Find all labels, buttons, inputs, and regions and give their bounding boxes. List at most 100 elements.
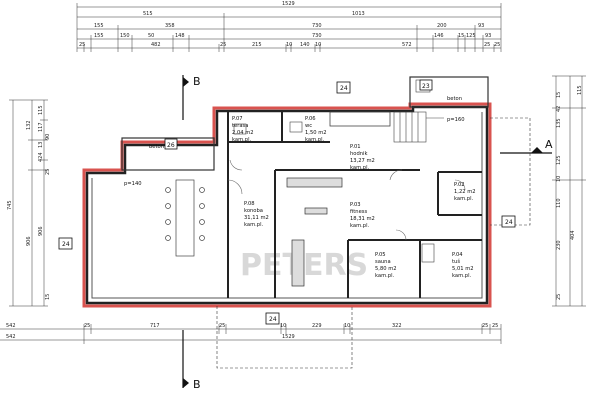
tag-box <box>164 138 178 150</box>
dim-top-r3-e: 93 <box>478 23 484 29</box>
dim-bottom-r1-j: 25 <box>492 323 498 329</box>
section-mark-bottom: B <box>193 378 201 391</box>
label-beton-right: beton <box>447 96 462 102</box>
room-area: 13,27 m2 <box>350 158 375 164</box>
dim-top-r4-h: 125 <box>466 33 476 39</box>
dim-top-r5-h: 572 <box>402 42 412 48</box>
dim-bottom-r2-b: 1529 <box>282 334 295 340</box>
left-dimension-lines <box>9 99 48 307</box>
dining-table <box>165 179 205 257</box>
dim-top-r4-b: 150 <box>120 33 130 39</box>
dim-bottom-r1-i: 25 <box>482 323 488 329</box>
room-name: fitness <box>350 209 367 215</box>
dim-top-r5-e: 10 <box>286 42 292 48</box>
section-arrow-bottom-icon <box>183 378 189 388</box>
dim-left-h: 906 <box>38 226 44 236</box>
room-name: terasa <box>232 123 248 129</box>
staircase <box>393 111 444 143</box>
dim-top-r4-e: 730 <box>312 33 322 39</box>
dim-top-r4-f: 146 <box>434 33 444 39</box>
label-beton-left: beton <box>149 144 164 150</box>
right-dimension-lines <box>552 75 586 307</box>
dim-bottom-r2-a: 542 <box>6 334 16 340</box>
room-id: P.01 <box>350 144 361 150</box>
tag-24-d: 24 <box>269 316 277 323</box>
dim-right-f: 10 <box>556 176 562 182</box>
tag-box <box>419 79 433 91</box>
dim-right-d: 135 <box>556 118 562 128</box>
top-dimension-lines <box>76 3 502 52</box>
dim-right-i: 230 <box>556 240 562 250</box>
room-area: 2,04 m2 <box>232 130 254 136</box>
tag-24-b: 24 <box>62 241 70 248</box>
dim-left-b: 132 <box>26 120 32 130</box>
dim-top-r3-d: 200 <box>437 23 447 29</box>
room-p01: P.01 hodnik 13,27 m2 kam.pl. <box>350 144 375 171</box>
section-mark-top: B <box>193 75 201 88</box>
dim-top-r5-b: 482 <box>151 42 161 48</box>
dim-left-d: 115 <box>38 105 44 115</box>
dim-left-k: 15 <box>45 294 51 300</box>
dim-top-r5-c: 25 <box>220 42 226 48</box>
dim-bottom-r1-d: 25 <box>219 323 225 329</box>
dim-right-c: 42 <box>556 106 562 112</box>
light-well-left <box>121 137 215 171</box>
room-p06: P.06 wc 1,50 m2 kam.pl. <box>305 116 327 143</box>
dim-top-r3-c: 730 <box>312 23 322 29</box>
room-p03: P.03 fitness 18,31 m2 kam.pl. <box>350 202 375 229</box>
room-area: 1,50 m2 <box>305 130 327 136</box>
room-id: P.07 <box>232 116 243 122</box>
dim-top-r5-i: 25 <box>484 42 490 48</box>
tag-24-c: 24 <box>505 219 513 226</box>
hall-counter <box>329 111 391 127</box>
section-arrow-top-icon <box>183 77 189 87</box>
dim-top-r4-c: 50 <box>148 33 154 39</box>
dim-top-r4-i: 93 <box>485 33 491 39</box>
room-name: sauna <box>375 259 391 265</box>
dim-right-a: 115 <box>577 85 583 95</box>
dim-top-r5-f: 140 <box>300 42 310 48</box>
light-well-right <box>409 76 489 108</box>
tag-23-a: 23 <box>422 83 430 90</box>
tag-box <box>336 81 351 94</box>
room-name: wc <box>305 123 312 129</box>
dim-top-r4-g: 15 <box>458 33 464 39</box>
dim-top-r5-d: 215 <box>252 42 262 48</box>
dim-bottom-r1-g: 10 <box>344 323 350 329</box>
room-id: P.08 <box>244 201 255 207</box>
dim-right-h: 404 <box>570 230 576 240</box>
room-floor: kam.pl. <box>232 137 252 143</box>
room-id: P.02 <box>454 182 465 188</box>
dim-bottom-r1-h: 322 <box>392 323 402 329</box>
room-area: 5,01 m2 <box>452 266 474 272</box>
label-pm-right: p=160 <box>447 117 465 123</box>
dim-bottom-r1-c: 717 <box>150 323 160 329</box>
tag-26: 26 <box>167 142 175 149</box>
room-id: P.05 <box>375 252 386 258</box>
label-pm-left: p=140 <box>124 181 142 187</box>
dim-left-g: 424 <box>38 152 44 162</box>
dashed-outlines <box>216 117 531 369</box>
room-p02: P.02 1,22 m2 kam.pl. <box>454 182 476 202</box>
dim-top-r4-d: 148 <box>175 33 185 39</box>
dim-top-r4-a: 155 <box>94 33 104 39</box>
dim-top-r2-a: 515 <box>143 11 153 17</box>
dim-right-b: 15 <box>556 92 562 98</box>
inner-wall-line <box>91 112 483 299</box>
room-area: 31,11 m2 <box>244 215 269 221</box>
interior-walls <box>227 112 482 298</box>
room-floor: kam.pl. <box>375 273 395 279</box>
room-floor: kam.pl. <box>350 223 370 229</box>
dim-top-r3-b: 358 <box>165 23 175 29</box>
dim-left-e: 117 <box>38 122 44 132</box>
room-floor: kam.pl. <box>350 165 370 171</box>
room-name: hodnik <box>350 151 368 157</box>
room-name: konoba <box>244 208 263 214</box>
dim-right-g: 110 <box>556 198 562 208</box>
tag-box <box>58 237 73 250</box>
room-p08: P.08 konoba 31,11 m2 kam.pl. <box>244 201 269 228</box>
room-floor: kam.pl. <box>305 137 325 143</box>
dim-top-r3-a: 155 <box>94 23 104 29</box>
room-area: 5,80 m2 <box>375 266 397 272</box>
